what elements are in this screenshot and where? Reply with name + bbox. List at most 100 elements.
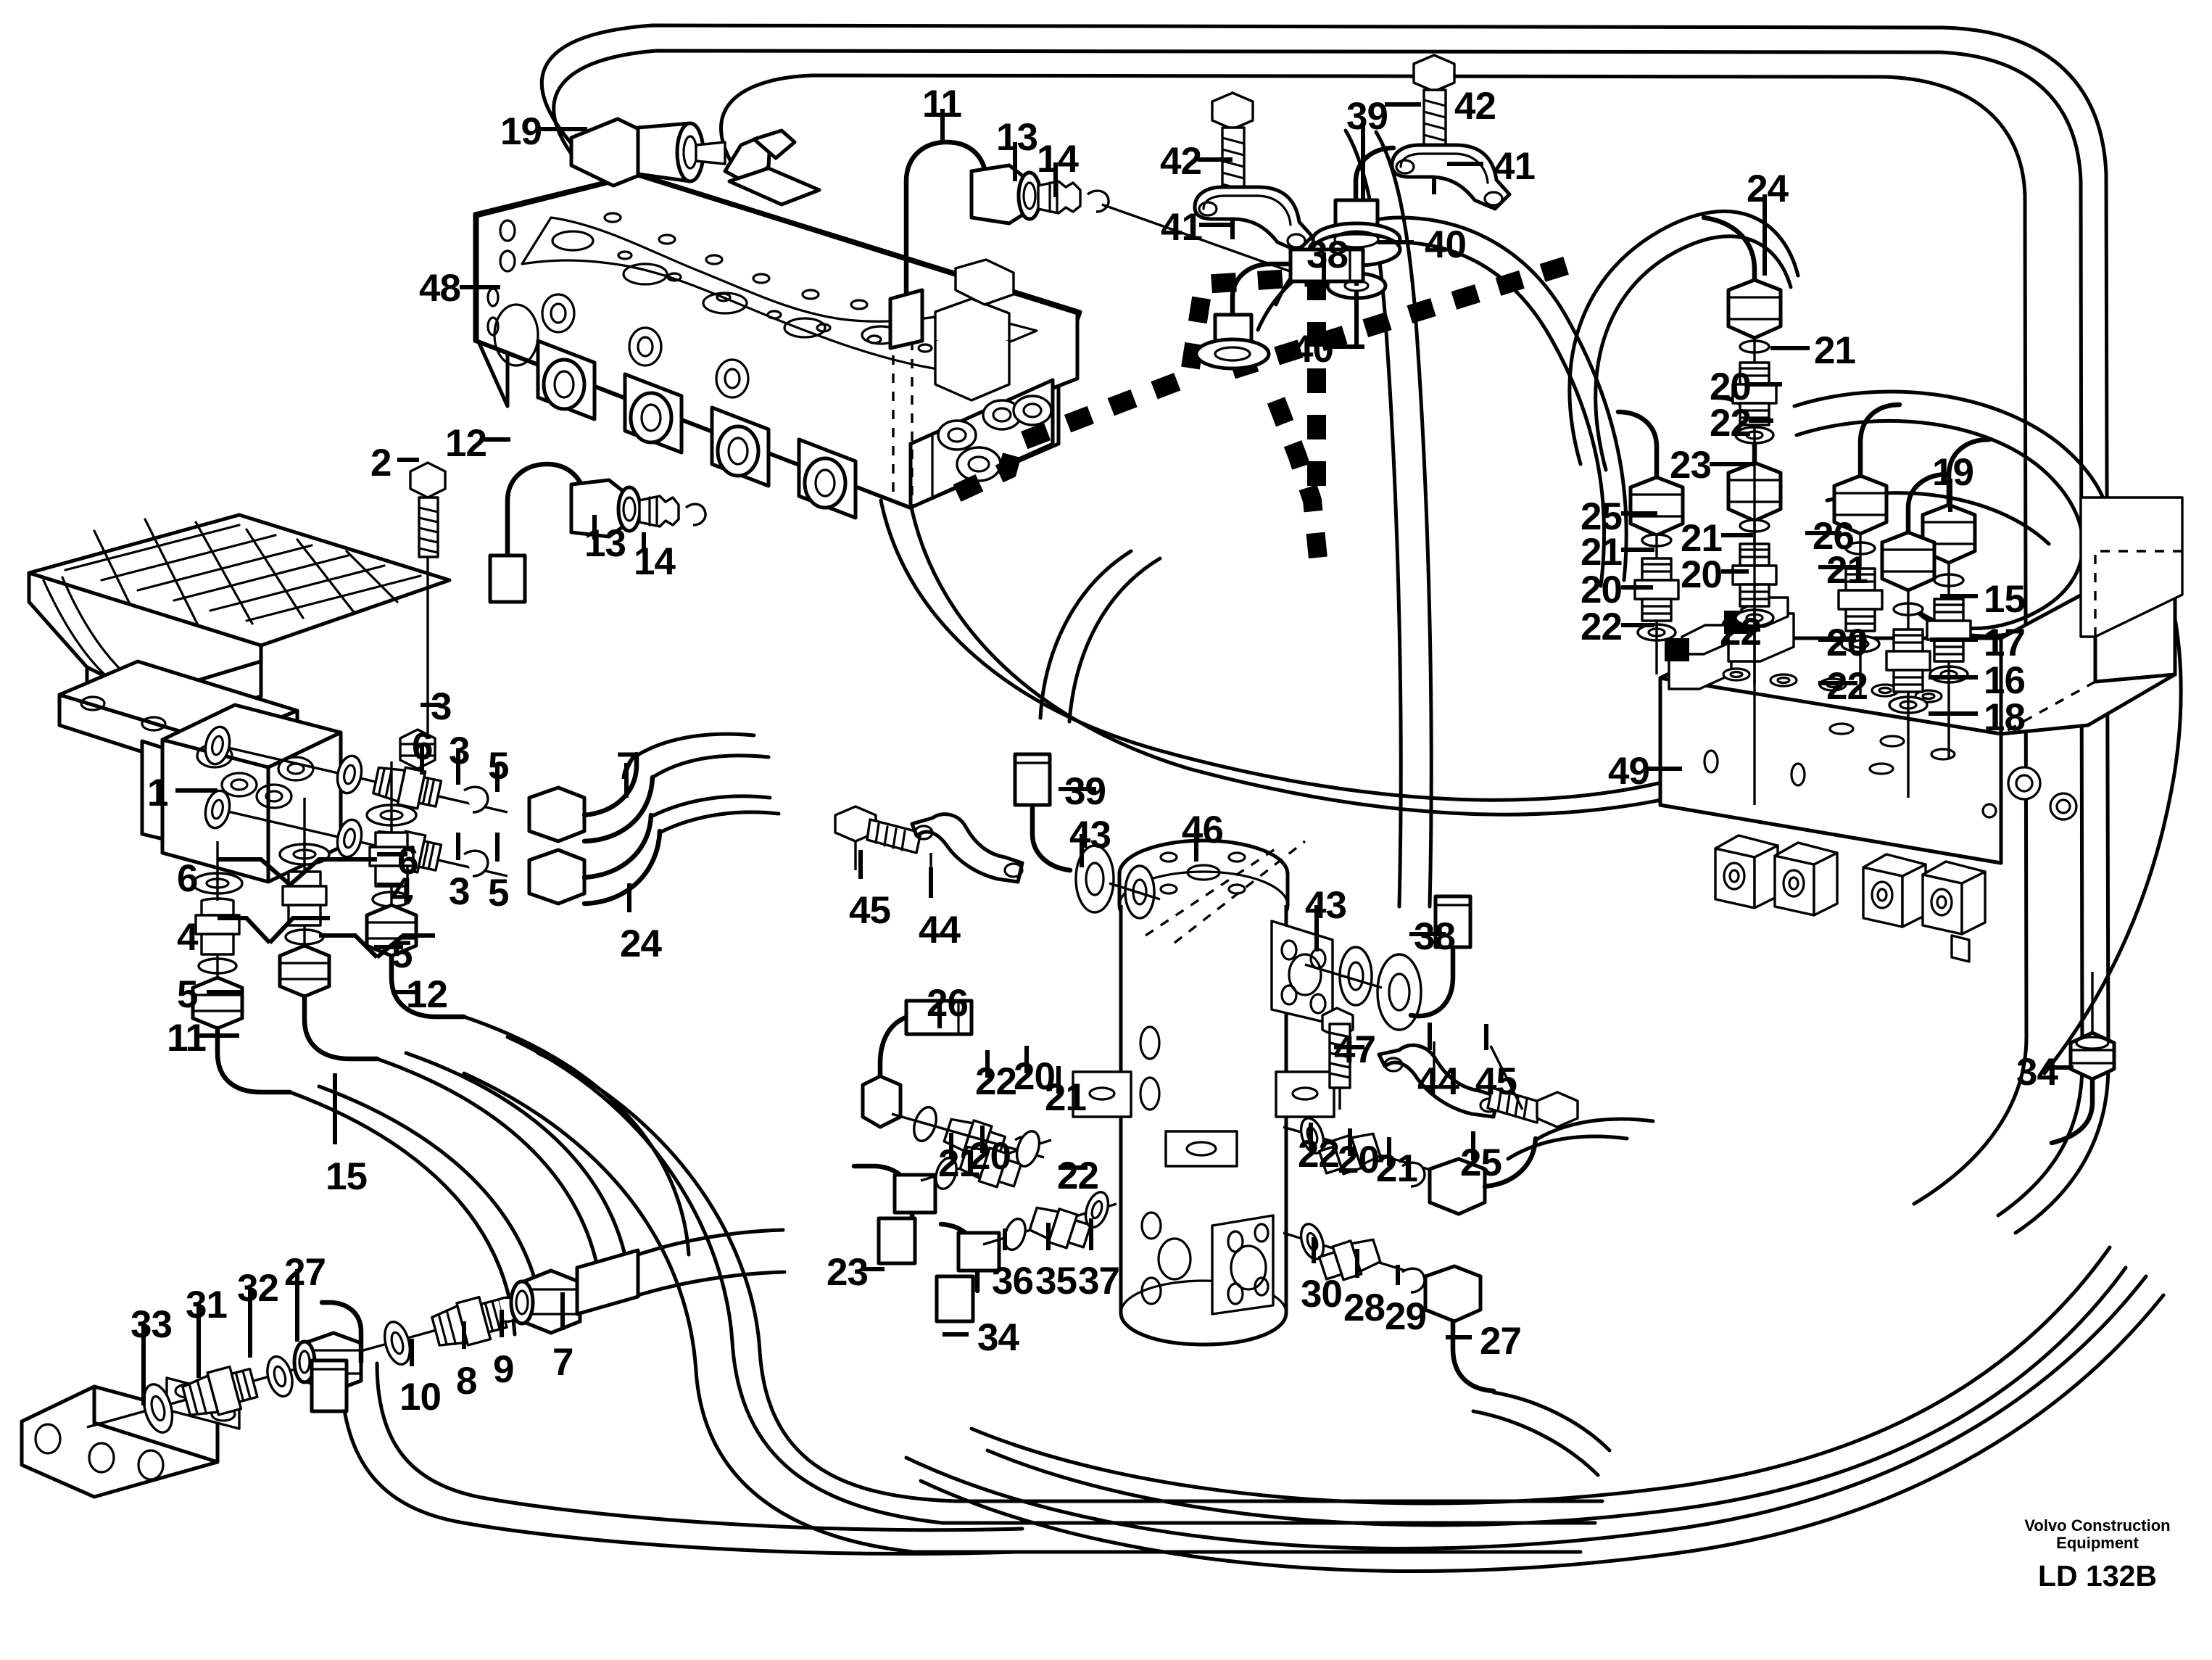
callout-number-18: 18: [1984, 696, 2026, 739]
callout-number-43: 43: [1305, 884, 1347, 927]
callout-number-40: 40: [1292, 328, 1334, 371]
callout-number-17: 17: [1984, 622, 2026, 664]
callout-number-12: 12: [406, 973, 448, 1016]
valve-lower-bodies: [1714, 834, 1987, 963]
callout-number-14: 14: [634, 540, 676, 583]
callout-number-11: 11: [167, 1017, 207, 1060]
callout-number-48: 48: [419, 267, 461, 310]
callout-number-12: 12: [445, 422, 487, 465]
callout-number-21: 21: [1826, 549, 1868, 592]
callout-number-42: 42: [1454, 85, 1496, 128]
callout-number-6: 6: [412, 725, 434, 768]
callout-number-33: 33: [131, 1303, 173, 1346]
main-control-valve-block-48: [473, 172, 1082, 520]
callout-number-34: 34: [977, 1316, 1019, 1359]
bolt-47: [1321, 1007, 1354, 1110]
callout-number-22: 22: [1057, 1155, 1099, 1197]
callout-number-22: 22: [1826, 665, 1868, 708]
callout-number-20: 20: [1014, 1055, 1056, 1098]
callout-number-9: 9: [493, 1348, 515, 1391]
callout-number-10: 10: [399, 1376, 442, 1419]
callout-number-4: 4: [177, 916, 199, 959]
fitting-24: [1701, 215, 1783, 805]
callout-number-13: 13: [996, 116, 1038, 159]
callout-number-3: 3: [431, 685, 452, 728]
elbow-38-top: [1194, 247, 1365, 371]
callout-number-15: 15: [1984, 578, 2026, 621]
callout-number-44: 44: [1417, 1060, 1459, 1103]
callout-number-11: 11: [922, 83, 962, 125]
callout-number-14: 14: [1037, 138, 1079, 181]
callout-number-27: 27: [284, 1251, 326, 1294]
callout-number-5: 5: [392, 933, 413, 976]
swivel-right-fittings: [1283, 1117, 1655, 1477]
fitting-19-top-left: [569, 117, 821, 207]
callout-number-22: 22: [1710, 402, 1752, 445]
callout-number-22: 22: [1720, 611, 1762, 653]
callout-leader-lines: [141, 102, 2074, 1405]
callout-number-6: 6: [177, 857, 199, 900]
drawing-code: LD 132B: [2037, 1559, 2158, 1593]
callout-number-7: 7: [616, 745, 638, 788]
callout-number-28: 28: [1343, 1287, 1385, 1329]
clamp-44-45-right: [1377, 1041, 1579, 1128]
lower-left-hose-bundle: [288, 1015, 691, 1337]
callout-number-8: 8: [456, 1360, 478, 1403]
callout-number-38: 38: [1306, 234, 1349, 276]
callout-number-5: 5: [488, 745, 510, 788]
valve-block-right-end: [908, 258, 1055, 510]
callout-number-31: 31: [186, 1284, 228, 1326]
fitting-12-upper: [488, 461, 707, 604]
callout-number-40: 40: [1425, 223, 1467, 266]
callout-number-47: 47: [1334, 1028, 1376, 1071]
callout-number-20: 20: [969, 1135, 1011, 1178]
callout-number-23: 23: [1670, 444, 1712, 487]
callout-number-24: 24: [620, 922, 662, 965]
callout-number-26: 26: [927, 982, 969, 1025]
callout-number-45: 45: [1475, 1060, 1517, 1103]
callout-number-38: 38: [1414, 915, 1456, 958]
callout-number-25: 25: [1581, 495, 1623, 538]
callout-number-19: 19: [1932, 451, 1974, 494]
callout-number-5: 5: [488, 872, 510, 914]
callout-number-5: 5: [177, 973, 199, 1016]
callout-number-35: 35: [1035, 1260, 1077, 1302]
callout-number-42: 42: [1160, 140, 1202, 183]
callout-number-39: 39: [1346, 95, 1388, 138]
callout-number-1: 1: [147, 772, 169, 814]
clamp-group-left-41-42: [1193, 91, 1314, 253]
clamp-44-45-left: [834, 805, 1024, 885]
callout-number-27: 27: [1480, 1320, 1522, 1363]
brand-line-2: Equipment: [2056, 1534, 2139, 1553]
drawing-footer: Volvo Construction Equipment LD 132B: [2003, 1516, 2192, 1593]
callout-number-46: 46: [1182, 809, 1224, 851]
callout-number-24: 24: [1747, 168, 1789, 210]
callout-number-20: 20: [1338, 1139, 1380, 1181]
section-break-band: [953, 252, 1583, 560]
callout-number-3: 3: [449, 730, 471, 772]
callout-number-41: 41: [1161, 206, 1203, 249]
callout-number-16: 16: [1984, 659, 2026, 702]
callout-number-3: 3: [449, 870, 471, 913]
callout-number-34: 34: [2016, 1051, 2058, 1094]
callout-number-25: 25: [1460, 1141, 1502, 1184]
hose-network: [339, 23, 2183, 1574]
callout-number-20: 20: [1710, 366, 1752, 408]
callout-number-19: 19: [500, 110, 542, 153]
callout-number-22: 22: [975, 1060, 1017, 1103]
callout-number-21: 21: [1681, 517, 1723, 560]
swivel-bottom-left-fittings: [851, 1130, 1117, 1324]
callout-number-20: 20: [1826, 622, 1868, 664]
left-fitting-stacks: [191, 725, 508, 1095]
callout-number-21: 21: [938, 1142, 980, 1185]
callout-number-7: 7: [552, 1341, 574, 1384]
callout-number-30: 30: [1301, 1273, 1343, 1316]
manifold-bar-assembly: [20, 1228, 787, 1499]
valve-spool-ports: [536, 293, 858, 520]
callout-number-13: 13: [584, 522, 626, 565]
callout-number-21: 21: [1376, 1147, 1418, 1190]
callout-number-45: 45: [849, 889, 891, 932]
elbow-bundle-7-24: [527, 732, 781, 907]
fitting-43-38-right: [1304, 894, 1472, 1031]
